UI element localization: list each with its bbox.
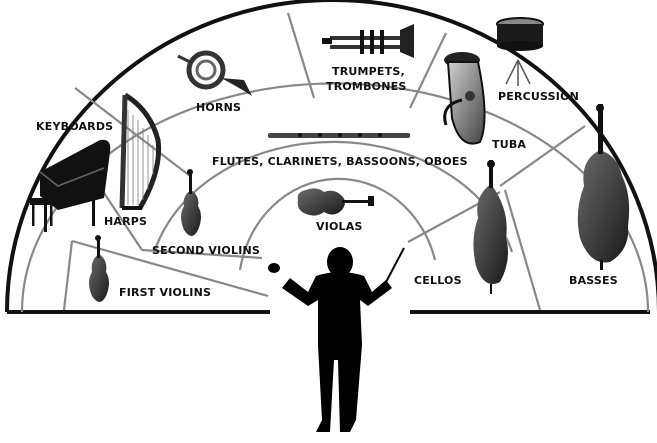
horns-label: HORNS bbox=[196, 101, 241, 114]
trumpets-label-line1: TRUMPETS, bbox=[332, 65, 405, 78]
trumpet-icon bbox=[322, 24, 414, 58]
tuba-label: TUBA bbox=[492, 138, 526, 151]
divider-first-violins-edge bbox=[64, 241, 72, 310]
trumpets-label-line2: TROMBONES bbox=[326, 80, 406, 93]
french-horn-icon bbox=[178, 53, 252, 96]
flute-icon bbox=[268, 133, 410, 138]
keyboards-label: KEYBOARDS bbox=[36, 120, 113, 133]
harp-icon bbox=[122, 95, 159, 208]
violas-label: VIOLAS bbox=[316, 220, 363, 233]
violin-icon bbox=[89, 235, 109, 302]
conductor-icon bbox=[268, 247, 404, 432]
drum-icon bbox=[497, 18, 543, 86]
woodwinds-label: FLUTES, CLARINETS, BASSOONS, OBOES bbox=[212, 155, 468, 168]
divider-tuba-basses bbox=[500, 126, 585, 186]
double-bass-icon bbox=[578, 104, 629, 270]
cello-icon bbox=[473, 160, 508, 294]
basses-label: BASSES bbox=[569, 274, 618, 287]
violin-icon bbox=[181, 169, 201, 236]
viola-icon bbox=[298, 188, 374, 215]
first-violins-label: FIRST VIOLINS bbox=[119, 286, 211, 299]
harps-label: HARPS bbox=[104, 215, 147, 228]
grand-piano-icon bbox=[30, 140, 110, 232]
percussion-label: PERCUSSION bbox=[498, 90, 579, 103]
tuba-icon bbox=[444, 52, 485, 144]
cellos-label: CELLOS bbox=[414, 274, 462, 287]
second-violins-label: SECOND VIOLINS bbox=[152, 244, 260, 257]
